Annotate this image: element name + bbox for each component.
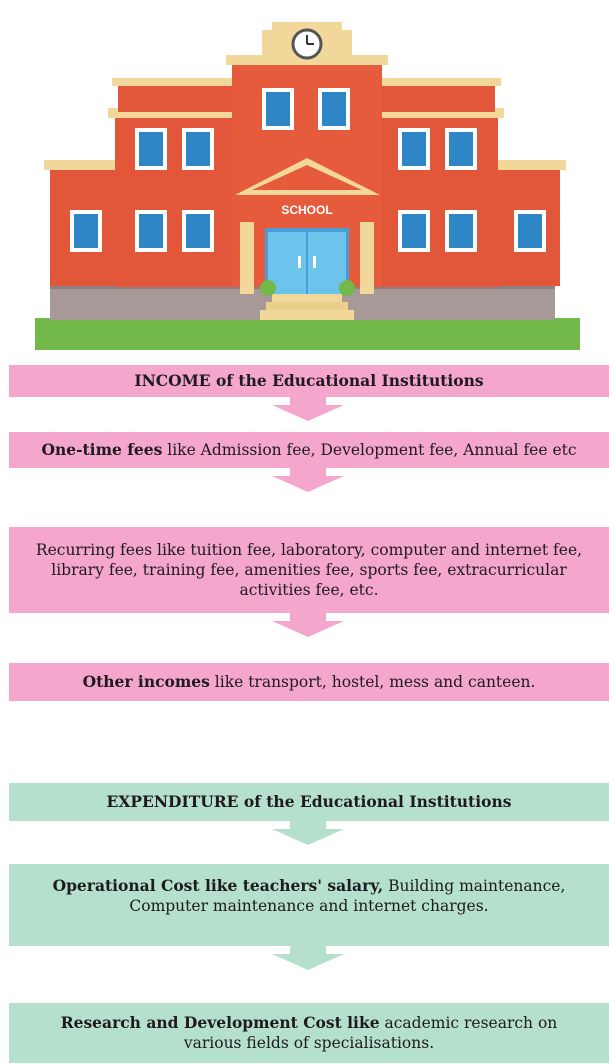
income-title: INCOME of the Educational Institutions <box>134 371 484 390</box>
expenditure-title-box: EXPENDITURE of the Educational Instituti… <box>9 783 609 821</box>
expenditure-item-text: Operational Cost like teachers' salary, … <box>52 876 566 915</box>
income-item-text: Other incomes like transport, hostel, me… <box>82 672 536 691</box>
expenditure-item-box: Operational Cost like teachers' salary, … <box>9 864 609 946</box>
expenditure-item-text: Research and Development Cost like acade… <box>60 1013 558 1052</box>
down-arrow-icon <box>272 821 344 845</box>
income-item-text: Recurring fees like tuition fee, laborat… <box>35 541 583 599</box>
income-title-box: INCOME of the Educational Institutions <box>9 365 609 397</box>
income-item-box: Other incomes like transport, hostel, me… <box>9 663 609 701</box>
grass <box>35 318 580 350</box>
down-arrow-icon <box>272 397 344 421</box>
income-item-box: One-time fees like Admission fee, Develo… <box>9 432 609 468</box>
down-arrow-icon <box>272 613 344 637</box>
expenditure-title: EXPENDITURE of the Educational Instituti… <box>106 792 512 811</box>
down-arrow-icon <box>272 468 344 492</box>
school-sign: SCHOOL <box>281 203 332 217</box>
income-item-box: Recurring fees like tuition fee, laborat… <box>9 527 609 613</box>
down-arrow-icon <box>272 946 344 970</box>
school-building-illustration: SCHOOL <box>35 22 580 350</box>
income-item-text: One-time fees like Admission fee, Develo… <box>41 440 577 459</box>
expenditure-item-box: Research and Development Cost like acade… <box>9 1003 609 1063</box>
